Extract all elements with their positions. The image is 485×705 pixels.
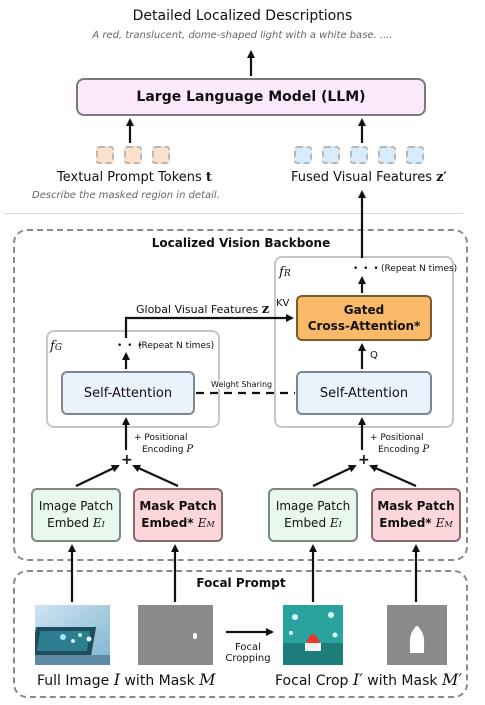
q-label: Q: [370, 350, 378, 361]
focal-crop-caption: Focal Crop I′ with Mask M′: [275, 670, 462, 689]
fg-label: fG: [50, 339, 63, 354]
vision-backbone-title: Localized Vision Backbone: [100, 236, 382, 250]
plus-left: +: [121, 452, 133, 468]
positional-encoding-left: + Positional Encoding P: [134, 433, 194, 455]
fr-label: fR: [279, 265, 291, 280]
focal-prompt-title: Focal Prompt: [160, 576, 322, 590]
full-image-thumbnail: [35, 605, 110, 665]
full-image-caption: Full Image I with Mask M: [37, 670, 216, 689]
arrow-img-embed-left: [75, 464, 120, 487]
self-attention-left: Self-Attention: [61, 371, 195, 415]
mask-patch-embed-right: Mask Patch Embed* EM: [371, 488, 461, 542]
prompt-token: [96, 146, 114, 164]
arrow-mask-embed-right: [369, 464, 417, 488]
plus-right: +: [358, 452, 370, 468]
focal-crop-thumbnail: [283, 605, 343, 665]
focal-cropping-label: Focal Cropping: [225, 642, 271, 664]
gated-cross-attention-box: Gated Cross-Attention*: [296, 295, 432, 341]
output-title: Detailed Localized Descriptions: [132, 8, 353, 24]
section-divider: [5, 213, 463, 214]
fused-token: [378, 146, 396, 164]
fused-token: [322, 146, 340, 164]
arrow-mask-embed-left: [132, 464, 179, 488]
llm-box: Large Language Model (LLM): [76, 78, 426, 116]
focal-mask-thumbnail: [387, 605, 447, 665]
prompt-tokens-label: Textual Prompt Tokens t: [57, 170, 212, 185]
fr-dots: • • •: [353, 264, 380, 274]
output-example: A red, translucent, dome-shaped light wi…: [92, 30, 393, 41]
fused-token: [406, 146, 424, 164]
fr-repeat: (Repeat N times): [381, 264, 458, 274]
mask-spot: [193, 633, 197, 639]
image-patch-embed-right: Image Patch Embed EI: [268, 488, 358, 542]
fused-features-label: Fused Visual Features z′: [291, 170, 447, 185]
focal-prompt-box: [13, 570, 468, 698]
vision-backbone-box: [13, 229, 468, 561]
prompt-token: [152, 146, 170, 164]
global-features-label: Global Visual Features z: [136, 302, 270, 317]
focal-mask-shape: [409, 626, 425, 653]
prompt-example: Describe the masked region in detail.: [32, 190, 220, 201]
image-patch-embed-left: Image Patch Embed EI: [31, 488, 121, 542]
arrow-img-embed-right: [312, 464, 357, 487]
weight-sharing-label: Weight Sharing: [210, 380, 274, 389]
kv-label: KV: [276, 298, 290, 309]
fg-repeat: (Repeat N times): [138, 341, 215, 351]
arrow-global-features: [124, 314, 294, 338]
fused-token: [350, 146, 368, 164]
mask-patch-embed-left: Mask Patch Embed* EM: [133, 488, 223, 542]
self-attention-right: Self-Attention: [296, 371, 432, 415]
fused-token: [294, 146, 312, 164]
fg-dots: • • •: [117, 341, 144, 351]
focal-crop-picture: [283, 605, 343, 665]
positional-encoding-right: + Positional Encoding P: [370, 433, 430, 455]
prompt-token: [124, 146, 142, 164]
full-image-picture: [35, 605, 110, 665]
full-mask-thumbnail: [138, 605, 213, 665]
